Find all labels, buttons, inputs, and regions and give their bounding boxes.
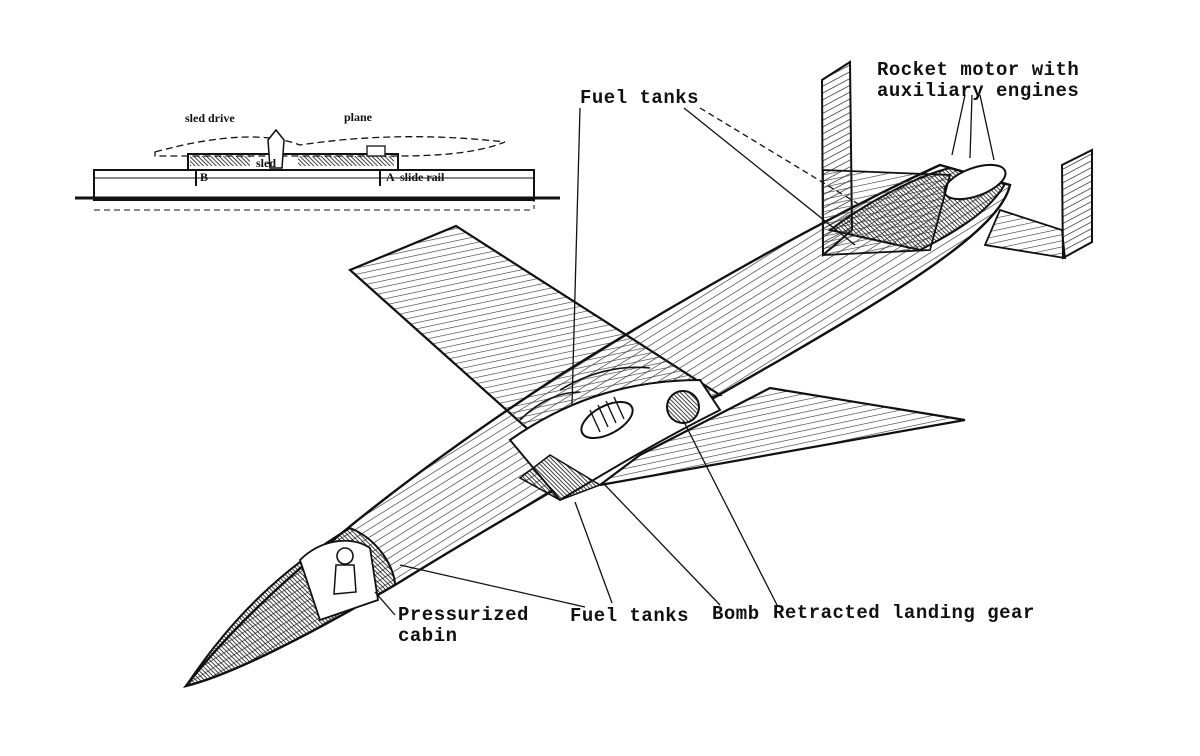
point-a-label: A [386, 170, 395, 184]
plane-label: plane [344, 110, 373, 124]
right-stabilizer [983, 208, 1067, 260]
plane-outline [154, 136, 506, 157]
point-b-label: B [200, 170, 209, 184]
sled-label: sled [256, 156, 277, 170]
pressurized-cabin-label: Pressurized cabin [398, 604, 529, 647]
sled-drive-label: sled drive [185, 111, 235, 125]
fuel-tanks-bottom-label: Fuel tanks [570, 605, 690, 627]
rocket-motor-label: Rocket motor with auxiliary engines [877, 59, 1080, 102]
leader-lines [374, 94, 995, 616]
slide-rail-shape [93, 169, 535, 201]
right-wing [599, 386, 966, 487]
pilot-figure [336, 547, 354, 565]
left-stabilizer [822, 169, 952, 256]
sled-drive-shape [267, 128, 285, 169]
landing-gear-label: Retracted landing gear [773, 602, 1035, 624]
right-tail-fin [1060, 148, 1093, 260]
slide-rail-label: slide rail [400, 170, 445, 184]
landing-gear-shape [666, 390, 700, 424]
aircraft [182, 60, 1093, 689]
fuel-tanks-top-label: Fuel tanks [580, 87, 700, 109]
bomb-label: Bomb [712, 603, 760, 625]
sled-launch-inset [75, 128, 560, 211]
